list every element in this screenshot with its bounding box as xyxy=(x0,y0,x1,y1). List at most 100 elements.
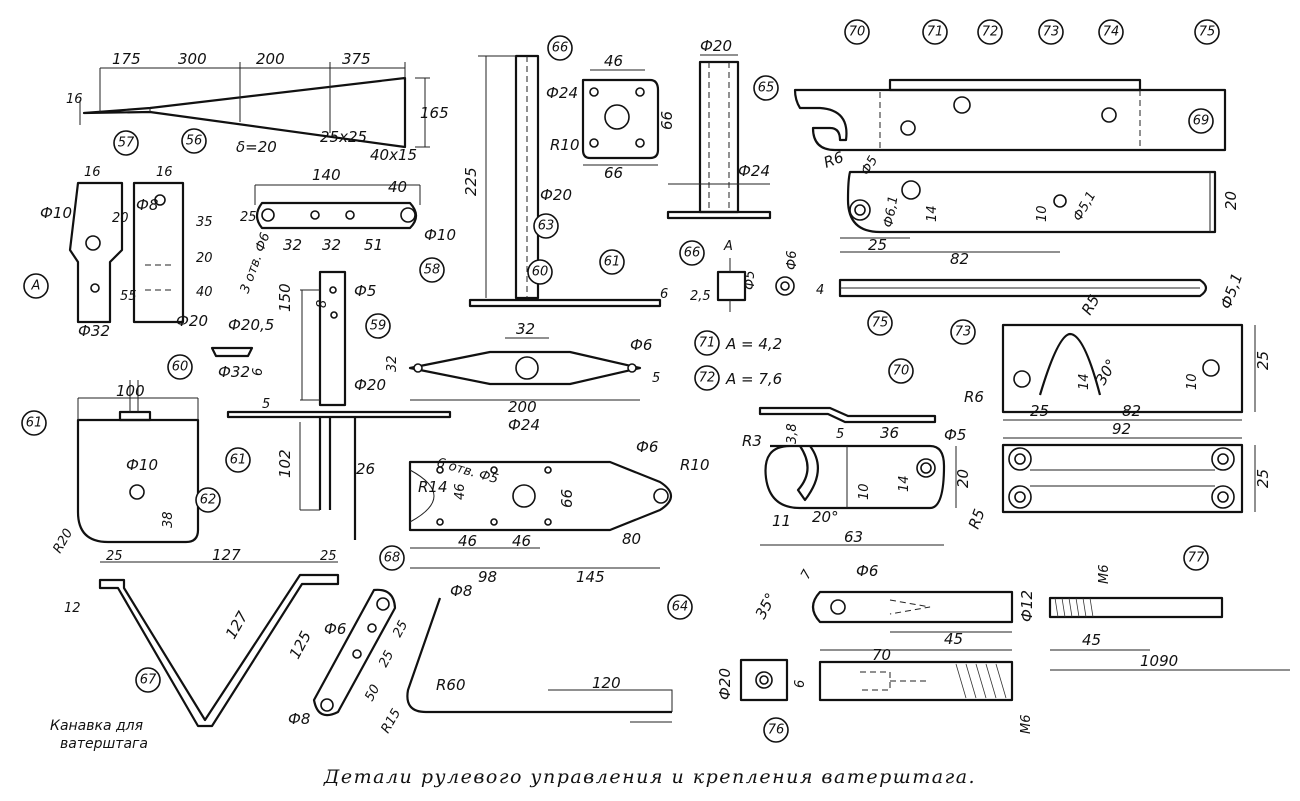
dim-f8-a: Ф8 xyxy=(136,196,158,214)
dim-32-c: 32 xyxy=(516,320,535,338)
dim-6-c: 6 xyxy=(793,680,808,688)
part-59-plate: 150 8 Ф5 59 Ф20 xyxy=(276,270,391,407)
dim-7: 7 xyxy=(798,567,815,582)
dim-f6-d: Ф6 xyxy=(324,620,346,638)
label-67: 67 xyxy=(140,673,157,688)
dim-f10-b: Ф10 xyxy=(424,226,456,244)
label-77: 77 xyxy=(1188,551,1205,566)
label-70-b: 70 xyxy=(893,364,910,379)
figure-caption: Детали рулевого управления и крепления в… xyxy=(323,766,976,788)
dim-200-b: 200 xyxy=(508,398,537,416)
dim-f8-b: Ф8 xyxy=(288,710,310,728)
part-61-62-base: 5 102 26 61 100 Ф10 38 R20 61 62 xyxy=(21,380,452,556)
dim-r20: R20 xyxy=(50,526,76,556)
label-57: 57 xyxy=(118,136,135,151)
dim-f6-1: Ф6,1 xyxy=(881,195,901,229)
dim-r15: R15 xyxy=(378,706,404,736)
dim-f6-a: Ф6 xyxy=(630,336,652,354)
dim-11: 11 xyxy=(772,512,791,530)
label-63: 63 xyxy=(538,219,555,234)
dim-6-b: 6 xyxy=(660,287,668,302)
dim-45-b: 45 xyxy=(1082,631,1101,649)
label-64: 64 xyxy=(672,600,689,615)
dim-f32-a: Ф32 xyxy=(78,322,110,340)
dim-f8-c: Ф8 xyxy=(450,582,472,600)
dim-r5-b: R5 xyxy=(965,506,989,531)
part-69-latch-plate: 70 71 72 73 74 75 69 xyxy=(793,19,1227,152)
dim-35: 35 xyxy=(196,215,213,230)
dim-f6-e: Ф6 xyxy=(856,562,878,580)
part-75-strip: R6 Ф5 Ф6,1 14 10 Ф5,1 20 25 82 xyxy=(821,148,1240,268)
dim-20-d: 20 xyxy=(954,469,972,488)
dim-m6-a: М6 xyxy=(1019,715,1034,735)
part-68-link: 68 125 Ф6 25 25 50 Ф8 xyxy=(286,545,411,728)
dim-1090: 1090 xyxy=(1140,652,1178,670)
dim-f12: Ф12 xyxy=(1018,590,1036,622)
dim-3-8: 3,8 xyxy=(785,423,800,444)
dim-r60: R60 xyxy=(436,676,466,694)
label-70-a: 70 xyxy=(849,25,866,40)
part-75-strip-edge: 4 75 xyxy=(816,278,1208,336)
label-75-b: 75 xyxy=(872,316,889,331)
dim-10-c: 10 xyxy=(857,483,872,500)
dim-25-f: 25 xyxy=(106,549,123,564)
part-77-rod: М6 45 1090 77 xyxy=(1048,545,1290,671)
detail-A: A Ф5 Ф6 2,5 71 A = 4,2 72 A = 7,6 xyxy=(690,239,800,391)
dim-98: 98 xyxy=(478,568,497,586)
label-74: 74 xyxy=(1103,25,1120,40)
dim-82-b: 82 xyxy=(1122,402,1141,420)
dim-r3: R3 xyxy=(742,432,762,450)
dim-165: 165 xyxy=(420,104,449,122)
dim-f24-b: Ф24 xyxy=(738,162,770,180)
label-72-a: 72 xyxy=(982,25,999,40)
dim-51: 51 xyxy=(364,236,383,254)
dim-f5-1-b: Ф5,1 xyxy=(1217,271,1246,312)
dim-50: 50 xyxy=(362,682,383,704)
dim-r14: R14 xyxy=(418,478,448,496)
part-76-end-piece: 35° 7 Ф6 Ф12 45 70 Ф20 6 М6 76 xyxy=(716,562,1036,743)
dim-8: 8 xyxy=(315,300,330,308)
dim-46-c: 46 xyxy=(458,532,477,550)
dim-f10-c: Ф10 xyxy=(126,456,158,474)
dim-66-b: 66 xyxy=(604,164,623,182)
dim-r10-b: R10 xyxy=(680,456,710,474)
label-66-a: 66 xyxy=(552,41,569,56)
dim-175: 175 xyxy=(112,50,141,68)
dim-6-a: 6 xyxy=(251,368,266,376)
dim-127-b: 127 xyxy=(222,608,252,642)
part-60-washer: Ф20,5 Ф32 6 60 xyxy=(167,316,274,381)
dim-f6-b: Ф6 xyxy=(785,251,800,270)
part-61-arm: 32 32 200 Ф6 5 xyxy=(385,320,660,416)
dim-25-a: 25 xyxy=(240,210,257,225)
dim-10-a: 10 xyxy=(1035,205,1050,222)
dim-45-a: 45 xyxy=(944,630,963,648)
dim-55: 55 xyxy=(120,289,137,304)
part-64-side-bar: Ф8 R60 R15 120 xyxy=(378,582,673,736)
label-59: 59 xyxy=(370,319,387,334)
dim-82-a: 82 xyxy=(950,250,969,268)
dim-38: 38 xyxy=(161,511,176,528)
dim-4: 4 xyxy=(816,283,824,298)
dim-25-b: 25 xyxy=(868,236,887,254)
dim-127-a: 127 xyxy=(212,546,241,564)
dim-150: 150 xyxy=(276,283,294,312)
dim-16-a: 16 xyxy=(84,165,101,180)
dim-145: 145 xyxy=(576,568,605,586)
dim-20-a: 20 xyxy=(112,211,129,226)
label-58: 58 xyxy=(424,263,441,278)
part-73-assembly: 25 R5 xyxy=(965,443,1272,531)
dim-102: 102 xyxy=(276,449,294,478)
dim-20-b: 20 xyxy=(196,251,213,266)
dim-32-d: 32 xyxy=(385,355,400,372)
dim-f10-a: Ф10 xyxy=(40,204,72,222)
dim-25-c: 25 xyxy=(1254,351,1272,370)
dim-16: 16 xyxy=(66,92,83,107)
label-60-a: 60 xyxy=(172,360,189,375)
dim-70: 70 xyxy=(872,646,891,664)
dim-10-b: 10 xyxy=(1185,373,1200,390)
dim-r6-a: R6 xyxy=(821,148,846,172)
note-3-holes: 3 отв. Ф6 xyxy=(238,231,274,296)
variant-72-text: A = 7,6 xyxy=(725,370,782,388)
dim-125: 125 xyxy=(286,628,315,662)
dim-375: 375 xyxy=(342,50,371,68)
